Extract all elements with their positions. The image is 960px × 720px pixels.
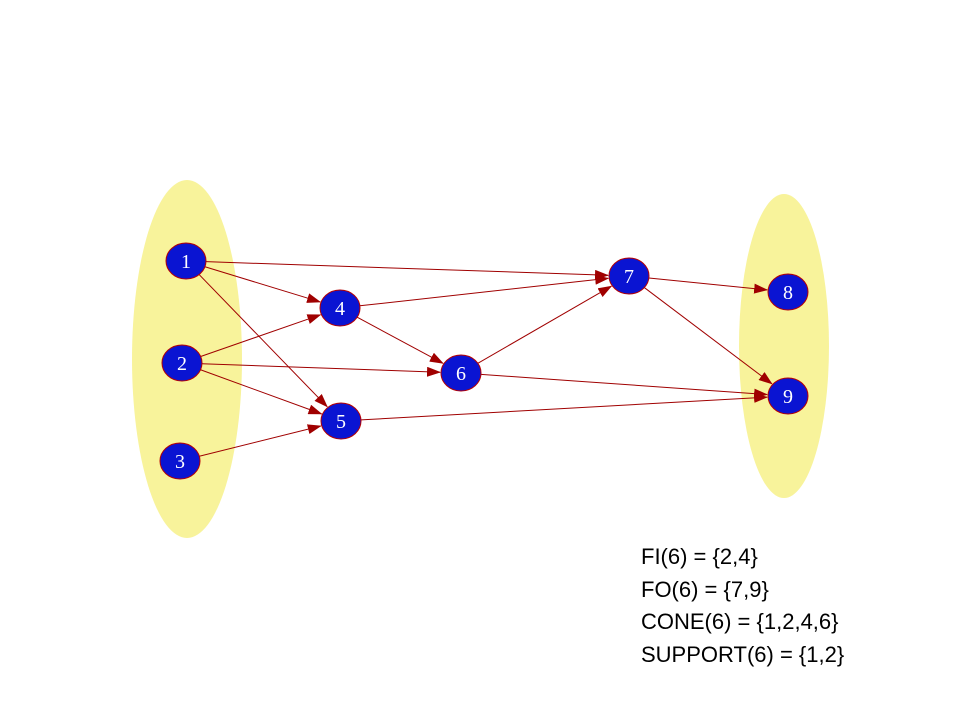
node-6-circle [440, 354, 482, 392]
output-group-ellipse [739, 194, 829, 498]
fanin-formula: FI(6) = {2,4} [641, 544, 758, 569]
edge-1-4 [204, 266, 322, 303]
node-9-circle [767, 377, 809, 415]
node-5: 5 [320, 402, 362, 440]
node-6-label: 6 [456, 363, 466, 385]
edge-2-6 [201, 363, 442, 377]
edge-2-5 [200, 369, 323, 415]
node-8: 8 [767, 273, 809, 311]
node-3-label: 3 [175, 451, 185, 473]
node-8-label: 8 [783, 282, 793, 304]
edge-4-7 [359, 274, 610, 307]
node-9-label: 9 [783, 386, 793, 408]
node-2-circle [161, 344, 203, 382]
node-2: 2 [161, 344, 203, 382]
node-1: 1 [165, 242, 207, 280]
node-5-label: 5 [336, 411, 346, 433]
edge-7-9 [644, 287, 773, 385]
nodes-layer: 1 2 3 4 5 6 7 8 9 [159, 242, 809, 480]
node-5-circle [320, 402, 362, 440]
cone-formula: CONE(6) = {1,2,4,6} [641, 609, 839, 634]
edge-6-9 [480, 373, 769, 399]
node-1-label: 1 [181, 251, 191, 273]
support-formula: SUPPORT(6) = {1,2} [641, 641, 845, 667]
node-9: 9 [767, 377, 809, 415]
formula-block: FI(6) = {2,4} FO(6) = {7,9} CONE(6) = {1… [641, 541, 844, 671]
node-3: 3 [159, 442, 201, 480]
edge-3-5 [199, 424, 322, 457]
edge-1-7 [205, 261, 610, 280]
node-1-circle [165, 242, 207, 280]
node-6: 6 [440, 354, 482, 392]
node-7-label: 7 [624, 266, 634, 288]
edge-2-4 [200, 314, 322, 357]
edges-layer [198, 261, 773, 457]
edge-5-9 [360, 392, 769, 421]
fanout-formula: FO(6) = {7,9} [641, 576, 769, 602]
node-4-label: 4 [335, 298, 345, 320]
node-8-circle [767, 273, 809, 311]
edge-4-6 [356, 316, 444, 364]
node-3-circle [159, 442, 201, 480]
node-4-circle [319, 289, 361, 327]
edge-7-8 [648, 277, 769, 294]
node-4: 4 [319, 289, 361, 327]
edge-1-5 [198, 274, 328, 408]
edge-6-7 [477, 285, 613, 364]
node-7-circle [608, 257, 650, 295]
node-7: 7 [608, 257, 650, 295]
node-2-label: 2 [177, 353, 187, 375]
